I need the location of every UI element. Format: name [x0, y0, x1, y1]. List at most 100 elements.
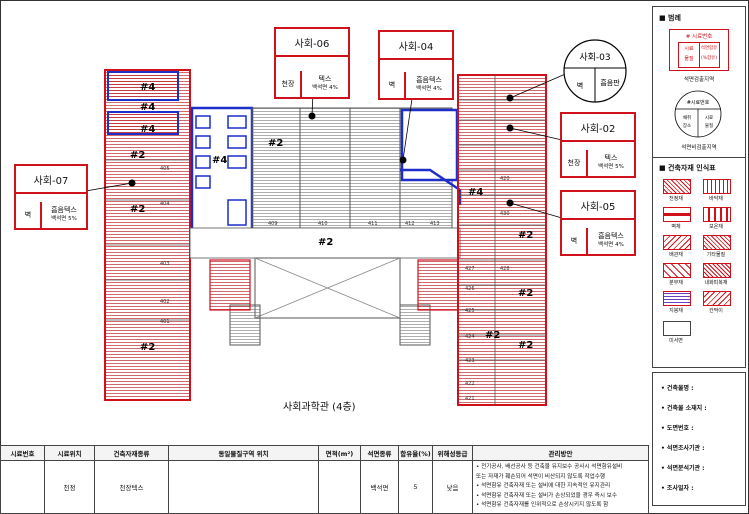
legend-undetected-label: 석면비검출지역 [681, 145, 717, 151]
sample-material: 흡음텍스 [598, 232, 624, 240]
cell-risk-grade: 낮음 [432, 460, 473, 514]
symbol-ceiling [663, 179, 691, 194]
sample-location: 천장 [562, 150, 588, 176]
room-number: 404 [160, 201, 170, 207]
room-label: #4 [140, 124, 155, 135]
info-survey-agency: • 석면조사기관 : [661, 445, 705, 452]
symbol-label: 지붕재 [669, 308, 683, 314]
room-number: 405 [160, 166, 170, 172]
symbol-other [703, 235, 731, 250]
legend-title: ■ 범례 [659, 14, 681, 22]
legend-panel: ■ 범례 # 시료번호 시료 물질 석면함유 (%함유) 석면검출지역 #시료번… [652, 6, 746, 368]
legend-cell: 석면함유 [700, 46, 718, 51]
symbol-spray [663, 263, 691, 278]
symbol-partition [703, 291, 731, 306]
sample-asbestos: 백석면 5% [598, 164, 624, 170]
cell-area [318, 460, 361, 514]
plan-line: • 석면함유 건축자재 또는 설비가 손상되었을 경우 즉시 보수 [476, 492, 618, 499]
floor-plan: #4 #4 #2 #2 #4 #2 #4 #2 #2 #2 #2 #2 #2 #… [104, 69, 547, 406]
col-header: 면적(m²) [318, 445, 361, 461]
room-number: 428 [500, 266, 510, 272]
symbol-label: 보온재 [709, 224, 723, 230]
col-header: 관리방안 [472, 445, 649, 461]
room-label: #4 [140, 82, 155, 93]
sample-location: 벽 [562, 228, 588, 254]
room-number: 403 [160, 261, 170, 267]
legend-cell: 물질 [684, 56, 694, 62]
table-header-row: 시료번호 시료위치 건축자재종류 동일물질구역 위치 면적(m²) 석면종류 함… [0, 445, 649, 461]
symbol-roof [663, 291, 691, 306]
legend-cell: (%함유) [700, 56, 718, 61]
sample-material: 텍스 [604, 154, 618, 162]
plan-line: • 석면함유 건축자재를 인위적으로 손상시키지 않도록 함 [476, 502, 609, 509]
room-number: 411 [368, 221, 378, 227]
legend-cell: 물질 [705, 122, 713, 129]
sample-asbestos: 백석면 5% [51, 216, 77, 222]
room-number: 427 [465, 266, 475, 272]
room-number: 402 [160, 299, 170, 305]
sample-material: 흡음텍스 [51, 206, 77, 214]
room-number: 423 [465, 358, 475, 364]
info-analysis-agency: • 석면분석기관 : [661, 465, 705, 472]
room-left-2 [107, 111, 179, 135]
room-label: #2 [268, 138, 283, 149]
symbol-label: 바닥재 [709, 196, 723, 202]
sample-asbestos: 백석면 4% [416, 86, 442, 92]
circle-material: 흡음판 [600, 78, 620, 87]
room-label: #2 [518, 230, 533, 241]
cell-location: 천정 [44, 460, 95, 514]
symbol-fireproof [703, 263, 731, 278]
legend-cell: 시료 [684, 46, 694, 52]
room-number: 425 [465, 308, 475, 314]
room-label: #4 [468, 187, 483, 198]
symbol-label: 천정재 [669, 196, 683, 202]
plan-line: • 전기공사, 배선공사 등 건축물 유지보수 공사시 석면함유설비 [476, 464, 623, 471]
sample-location: 벽 [16, 202, 42, 228]
right-wing [457, 74, 547, 406]
legend-circle-head: #시료번호 [687, 99, 710, 106]
legend-detected-box: # 시료번호 시료 물질 석면함유 (%함유) [669, 29, 729, 71]
sample-location: 천장 [276, 71, 302, 97]
circle-title: 사회-03 [579, 52, 610, 63]
room-number: 424 [465, 334, 475, 340]
legend-cell: 시료 [705, 115, 713, 121]
sample-location: 벽 [380, 72, 406, 98]
room-number: 409 [268, 221, 278, 227]
col-header: 석면종류 [360, 445, 399, 461]
sample-circle-03: 사회-03 벽 흡음판 [563, 39, 627, 103]
symbol-floor [703, 179, 731, 194]
col-header: 동일물질구역 위치 [168, 445, 319, 461]
room-label: #2 [140, 342, 155, 353]
plan-caption: 사회과학관 (4층) [283, 402, 356, 413]
room-label: #2 [485, 330, 500, 341]
symbol-wall [663, 207, 691, 222]
symbol-label: 칸막이 [709, 308, 723, 314]
room-label: #2 [518, 288, 533, 299]
sample-title: 사회-07 [16, 166, 86, 194]
plan-line: • 석면함유 건축자재 또는 설비에 대한 지속적인 유지관리 [476, 483, 611, 490]
legend-cell: 장소 [683, 122, 691, 129]
info-building-name: • 건축물명 : [661, 385, 694, 392]
project-info-panel: • 건축물명 : • 건축물 소재지 : • 도면번호 : • 석면조사기관 :… [652, 372, 746, 506]
plan-line: 또는 자재가 훼손되어 석면이 비산되지 않도록 작업수행 [476, 473, 606, 480]
room-right-blue [400, 108, 459, 182]
symbol-insulation [703, 207, 731, 222]
cell-content-rate: 5 [398, 460, 433, 514]
room-label: #4 [140, 102, 155, 113]
sample-title: 사회-06 [276, 29, 348, 57]
info-drawing-number: • 도면번호 : [661, 425, 694, 432]
room-number: 413 [430, 221, 440, 227]
circle-location: 벽 [577, 81, 583, 90]
cell-material: 천장텍스 [94, 460, 169, 514]
legend-cell: 채취 [683, 114, 691, 121]
col-header: 함유율(%) [398, 445, 433, 461]
room-label: #2 [130, 204, 145, 215]
room-number: 430 [500, 211, 510, 217]
room-number: 421 [465, 396, 475, 402]
sample-material: 텍스 [318, 75, 332, 83]
legend-detected-label: 석면검출지역 [683, 77, 715, 83]
